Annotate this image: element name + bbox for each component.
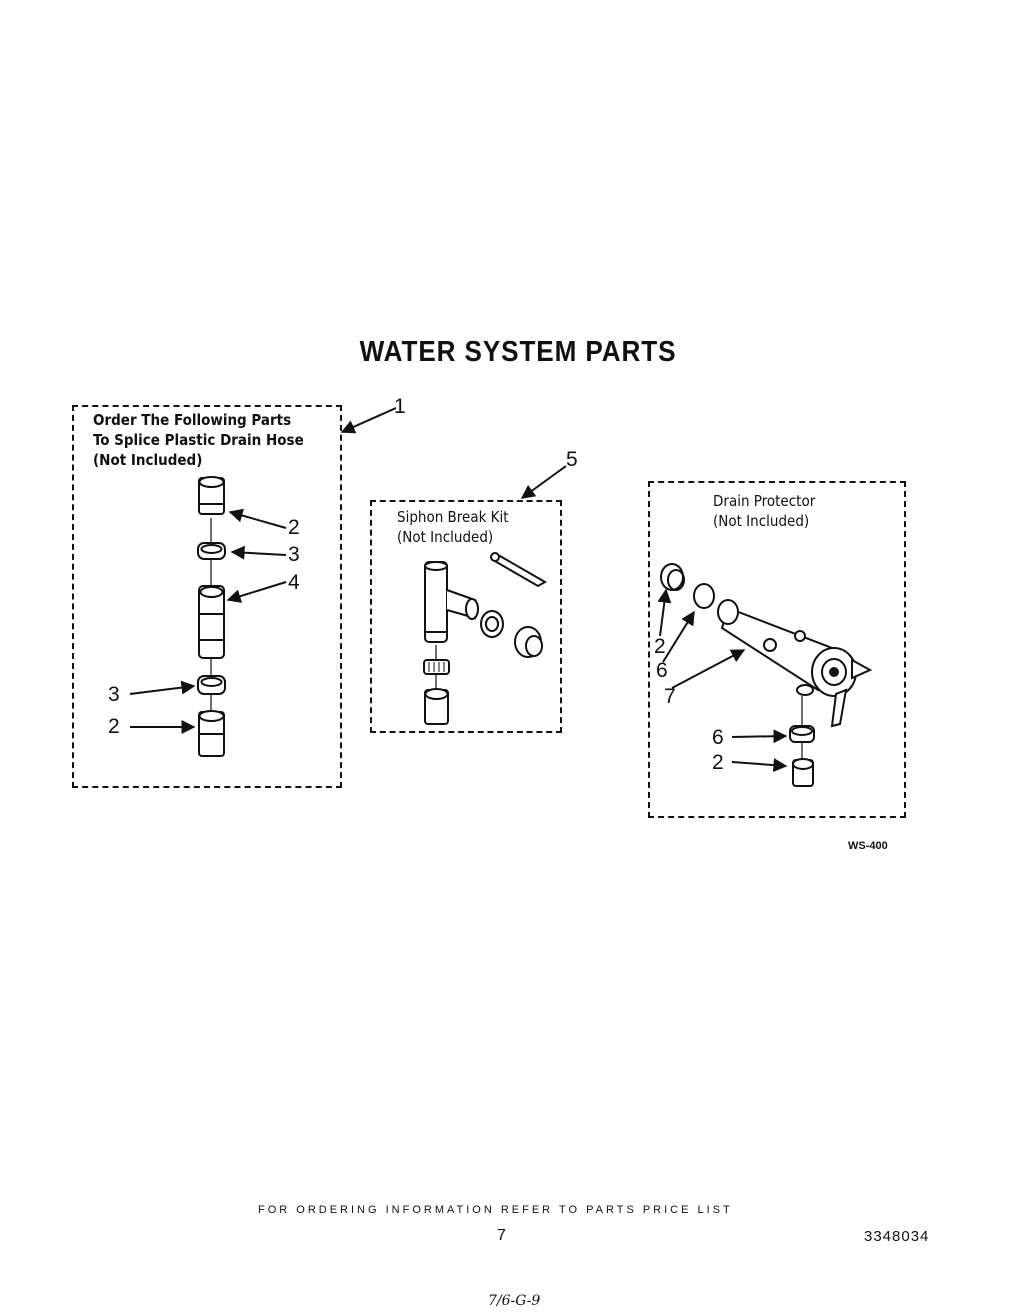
callout-3-bottom: 3 — [108, 683, 120, 706]
callout-3-top: 3 — [288, 543, 300, 566]
splice-parts-label: Order The Following Parts To Splice Plas… — [93, 411, 304, 469]
siphon-break-pin — [490, 552, 548, 588]
page-number: 7 — [497, 1227, 506, 1244]
leader-3-top — [230, 545, 287, 560]
leader-5 — [520, 465, 567, 499]
leader-1 — [340, 407, 397, 434]
callout-7-drain: 7 — [664, 685, 676, 708]
leader-4 — [226, 581, 287, 603]
siphon-break-fittings — [480, 610, 543, 658]
callout-5: 5 — [566, 448, 578, 471]
leader-7-drain — [671, 649, 746, 689]
callout-2-top: 2 — [288, 516, 300, 539]
page-title: WATER SYSTEM PARTS — [359, 336, 677, 368]
leader-6-drain — [662, 610, 695, 663]
callout-2-bottom: 2 — [108, 715, 120, 738]
callout-4: 4 — [288, 571, 300, 594]
callout-6-drain: 6 — [656, 659, 668, 682]
siphon-break-tee — [423, 561, 479, 725]
callout-1: 1 — [394, 395, 406, 418]
leader-2-drain-lower — [731, 758, 788, 773]
leader-2-drain — [657, 588, 672, 637]
callout-2-drain: 2 — [654, 635, 666, 658]
callout-6-drain-lower: 6 — [712, 726, 724, 749]
callout-2-drain-lower: 2 — [712, 751, 724, 774]
figure-code: WS-400 — [848, 840, 888, 852]
siphon-break-kit-label: Siphon Break Kit (Not Included) — [397, 508, 509, 546]
drain-protector-group — [648, 481, 906, 818]
leader-6-drain-lower — [731, 729, 788, 744]
drain-protector-body — [660, 563, 873, 787]
leader-3-bottom — [129, 680, 196, 695]
handwritten-note: 7/6-G-9 — [488, 1293, 541, 1309]
siphon-break-kit-group — [370, 500, 562, 733]
splice-parts-stack — [197, 476, 226, 757]
ordering-note: FOR ORDERING INFORMATION REFER TO PARTS … — [258, 1204, 733, 1216]
leader-2-top — [228, 508, 287, 529]
document-number: 3348034 — [864, 1228, 930, 1245]
drain-protector-label: Drain Protector (Not Included) — [713, 492, 816, 530]
splice-parts-group — [72, 405, 342, 788]
